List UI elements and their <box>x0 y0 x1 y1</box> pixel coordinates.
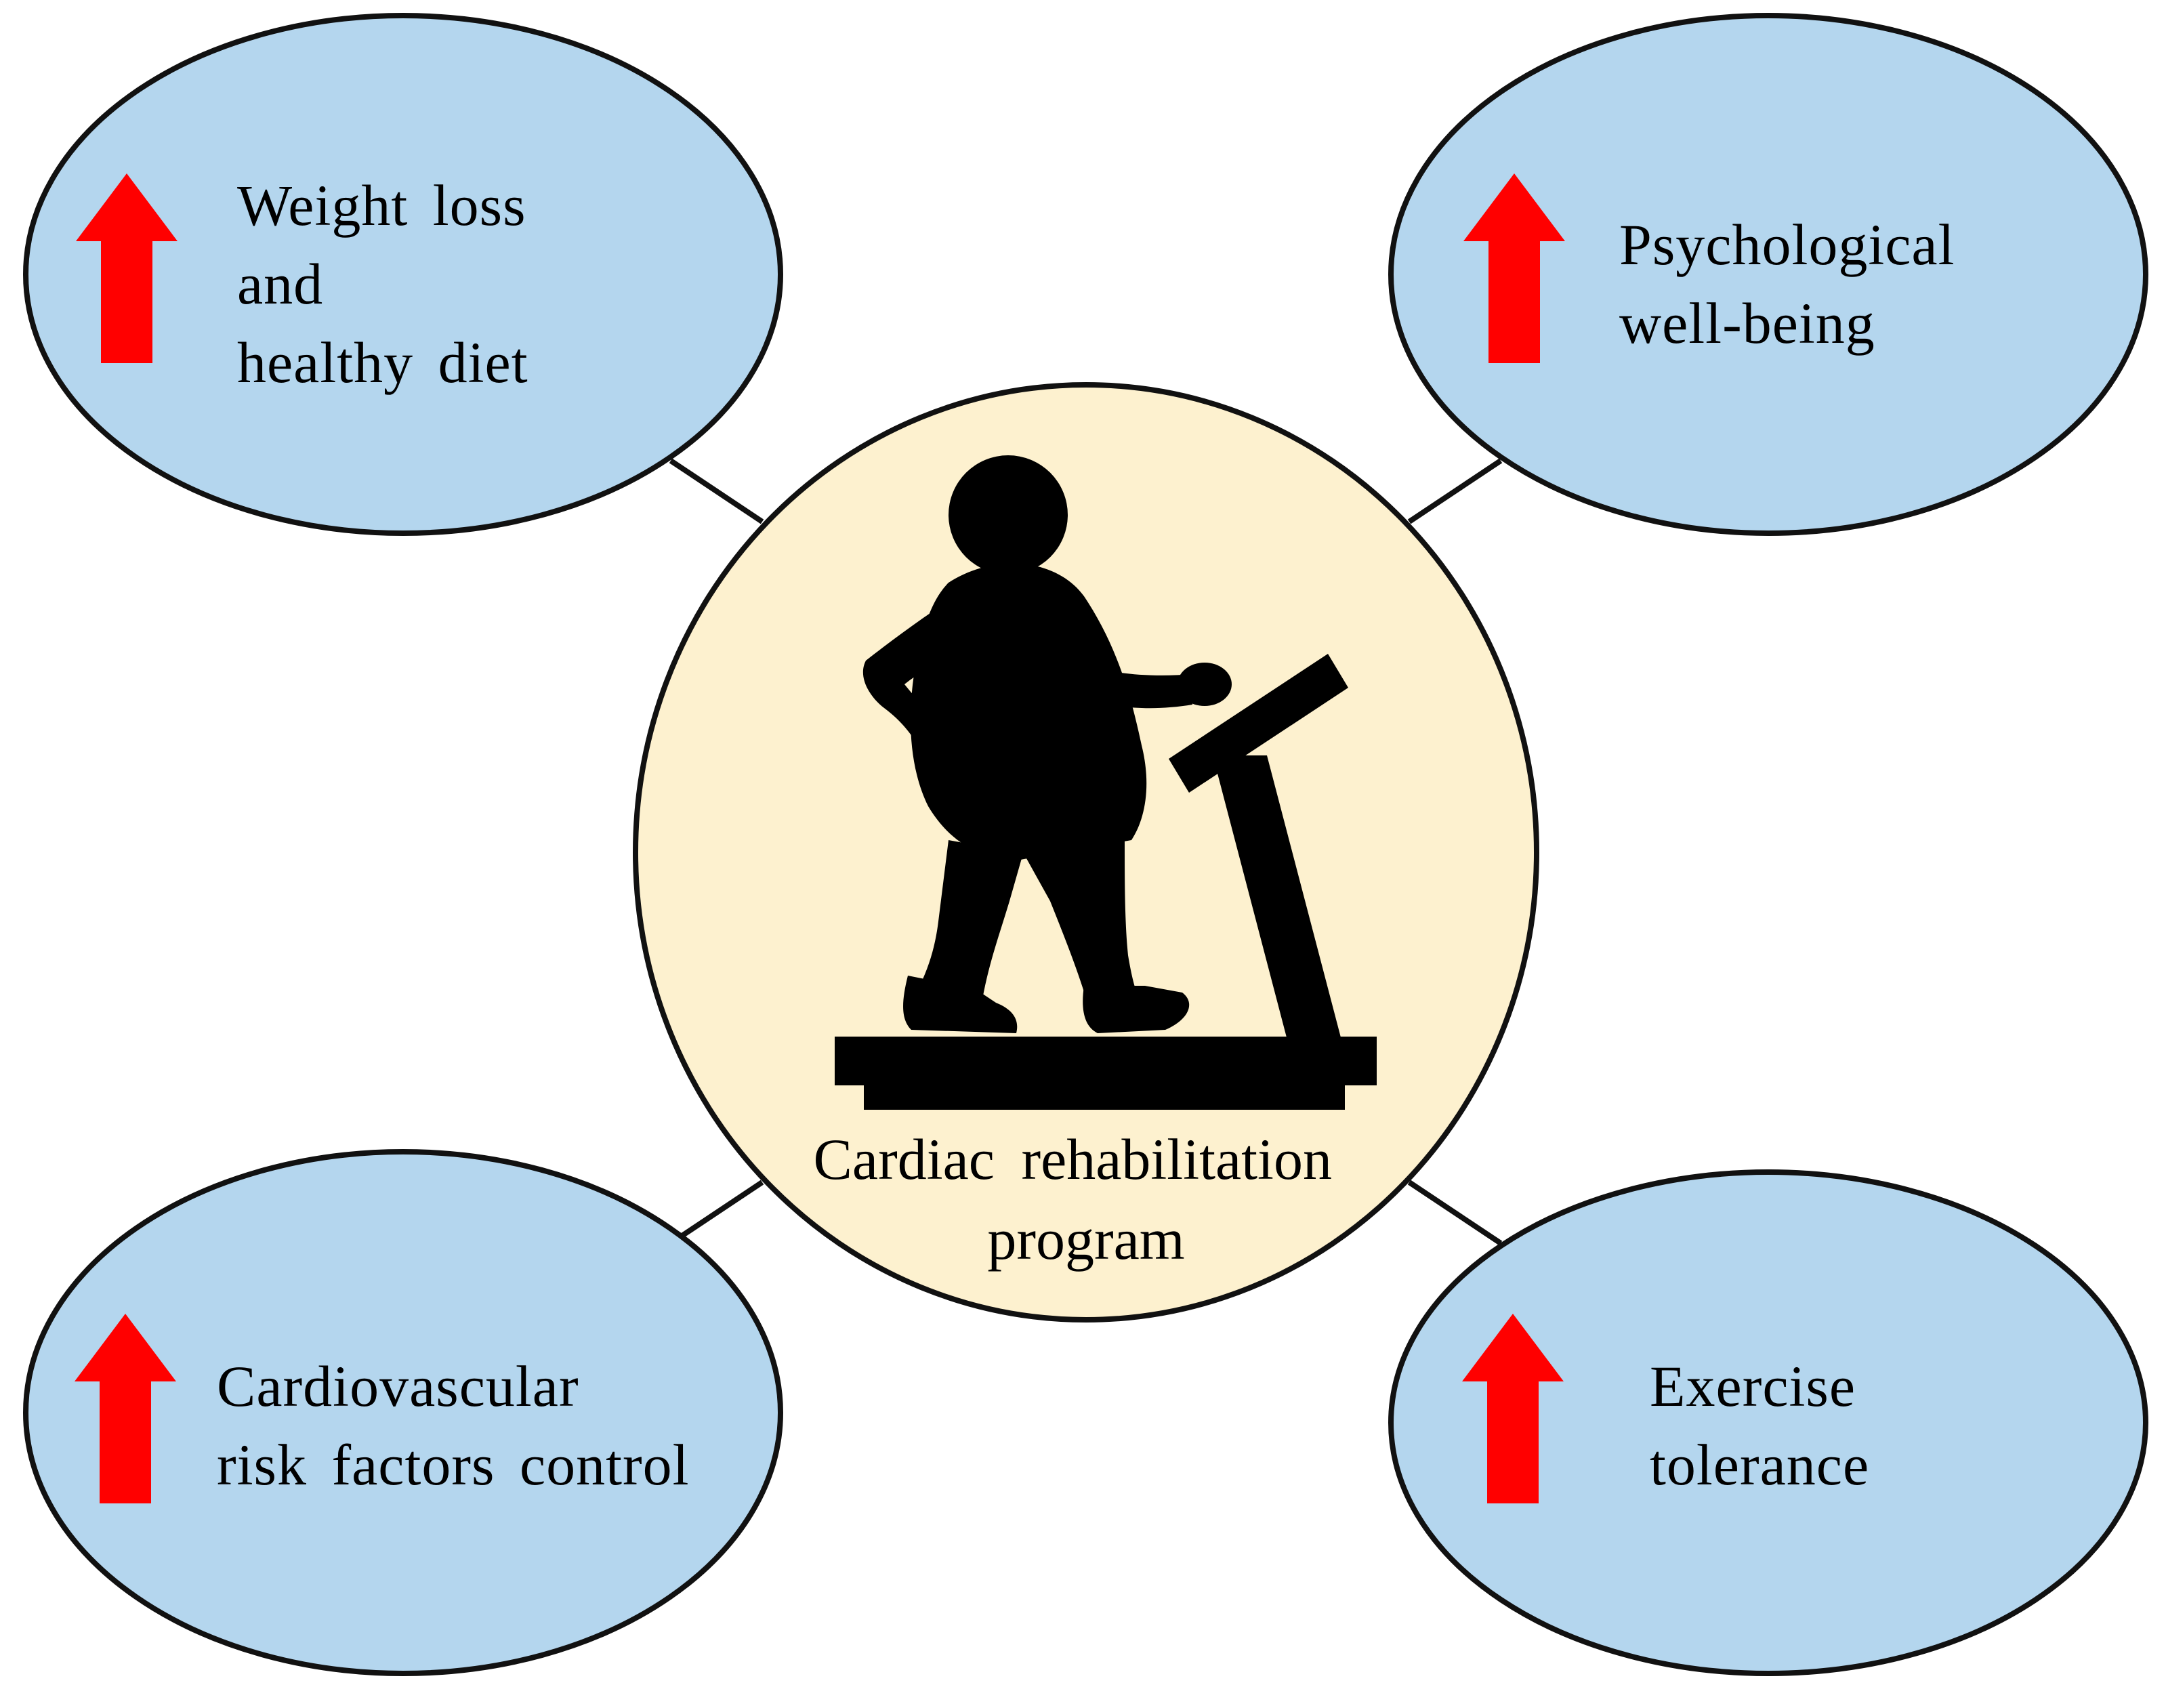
outcome-psych-line2: well-being <box>1619 291 1875 356</box>
outcome-exercise-tolerance: Exercise tolerance <box>1388 1169 2148 1676</box>
connector-psych <box>1407 458 1503 524</box>
outcome-exercise-line2: tolerance <box>1650 1432 1869 1497</box>
outcome-cardiovascular: Cardiovascular risk factors control <box>23 1149 783 1676</box>
outcome-weight-line2: and <box>237 251 323 316</box>
outcome-weight-loss: Weight loss and healthy diet <box>23 13 783 536</box>
connectors <box>669 458 1503 1246</box>
svg-text:Weight loss and he: Weight loss and healthy diet <box>237 173 551 395</box>
svg-text:Exercise tolerance: Exercise tolerance <box>1650 1354 1881 1497</box>
outcome-cardio-line1: Cardiovascular <box>217 1354 579 1419</box>
outcome-psych-line1: Psychological <box>1619 212 1955 277</box>
connector-cardio <box>669 1180 764 1246</box>
outcome-cardio-ellipse <box>23 1149 783 1676</box>
connector-exercise <box>1407 1180 1503 1246</box>
center-program: Cardiac rehabilitation program <box>633 382 1539 1322</box>
outcome-cardio-line2: risk factors control <box>217 1432 690 1497</box>
outcome-exercise-ellipse <box>1388 1169 2148 1676</box>
svg-text:Cardiac rehabilitation p: Cardiac rehabilitation program <box>814 1127 1359 1272</box>
svg-text:Cardiovascular risk fact: Cardiovascular risk factors control <box>217 1354 690 1497</box>
connector-weight <box>669 458 764 524</box>
outcome-psych-ellipse <box>1388 13 2148 536</box>
center-title-line1: Cardiac rehabilitation <box>814 1127 1332 1192</box>
outcome-weight-line3: healthy diet <box>237 330 528 395</box>
person-on-treadmill-icon <box>835 455 1377 1110</box>
svg-text:Psychological well-being: Psychological well-being <box>1619 212 1980 356</box>
outcome-exercise-line1: Exercise <box>1650 1354 1856 1419</box>
center-title-line2: program <box>987 1207 1184 1272</box>
outcome-weight-line1: Weight loss <box>237 173 526 238</box>
outcome-weight-ellipse <box>23 13 783 536</box>
outcome-psychological: Psychological well-being <box>1388 13 2148 536</box>
